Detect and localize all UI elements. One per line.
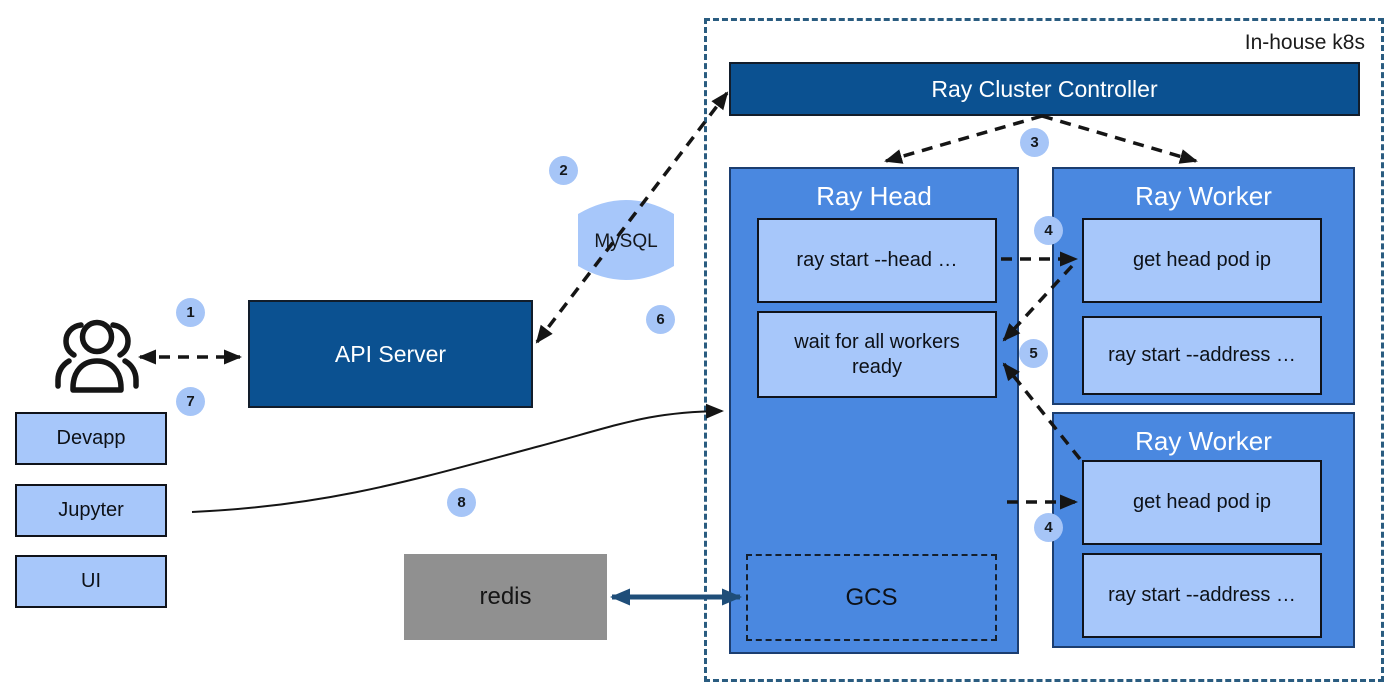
step-badge-1: 1 bbox=[176, 298, 205, 327]
ray-worker-bottom-step-getip: get head pod ip bbox=[1082, 460, 1322, 545]
api-server-label: API Server bbox=[334, 340, 447, 367]
step-badge-2: 2 bbox=[549, 156, 578, 185]
users-group-icon bbox=[55, 319, 139, 393]
ray-head-step-start: ray start --head … bbox=[757, 218, 997, 303]
ray-head-step-wait: wait for all workers ready bbox=[757, 311, 997, 398]
step-badge-7: 7 bbox=[176, 387, 205, 416]
client-devapp-box: Devapp bbox=[15, 412, 167, 465]
ray-cluster-controller-label: Ray Cluster Controller bbox=[931, 75, 1158, 102]
client-jupyter-box: Jupyter bbox=[15, 484, 167, 537]
ray-worker-top-step-start: ray start --address … bbox=[1082, 316, 1322, 395]
step-badge-3: 3 bbox=[1020, 128, 1049, 157]
step-badge-4-top: 4 bbox=[1034, 216, 1063, 245]
api-server-box: API Server bbox=[248, 300, 533, 408]
k8s-cluster-boundary: In-house k8s bbox=[704, 18, 1384, 682]
redis-box: redis bbox=[404, 554, 607, 640]
step-badge-8: 8 bbox=[447, 488, 476, 517]
ray-worker-bottom-box: Ray Worker get head pod ip ray start --a… bbox=[1052, 412, 1355, 648]
step-badge-5: 5 bbox=[1019, 339, 1048, 368]
mysql-db: MySQL bbox=[577, 197, 675, 283]
ray-head-box: Ray Head ray start --head … wait for all… bbox=[729, 167, 1019, 654]
ray-worker-bottom-title: Ray Worker bbox=[1135, 426, 1272, 456]
jupyter-label: Jupyter bbox=[58, 499, 124, 521]
gcs-label: GCS bbox=[845, 583, 898, 611]
step-badge-6: 6 bbox=[646, 305, 675, 334]
client-ui-box: UI bbox=[15, 555, 167, 608]
ray-head-title: Ray Head bbox=[816, 181, 932, 211]
step-badge-4-bottom: 4 bbox=[1034, 513, 1063, 542]
gcs-box: GCS bbox=[746, 554, 997, 641]
ray-worker-top-step-getip: get head pod ip bbox=[1082, 218, 1322, 303]
ray-cluster-controller-box: Ray Cluster Controller bbox=[729, 62, 1360, 116]
devapp-label: Devapp bbox=[56, 427, 126, 449]
redis-label: redis bbox=[479, 583, 532, 610]
mysql-label: MySQL bbox=[594, 231, 658, 252]
k8s-cluster-label: In-house k8s bbox=[1244, 31, 1365, 54]
ray-worker-top-box: Ray Worker get head pod ip ray start --a… bbox=[1052, 167, 1355, 405]
ray-worker-top-title: Ray Worker bbox=[1135, 181, 1272, 211]
ray-worker-bottom-step-start: ray start --address … bbox=[1082, 553, 1322, 638]
ui-label: UI bbox=[81, 570, 101, 592]
